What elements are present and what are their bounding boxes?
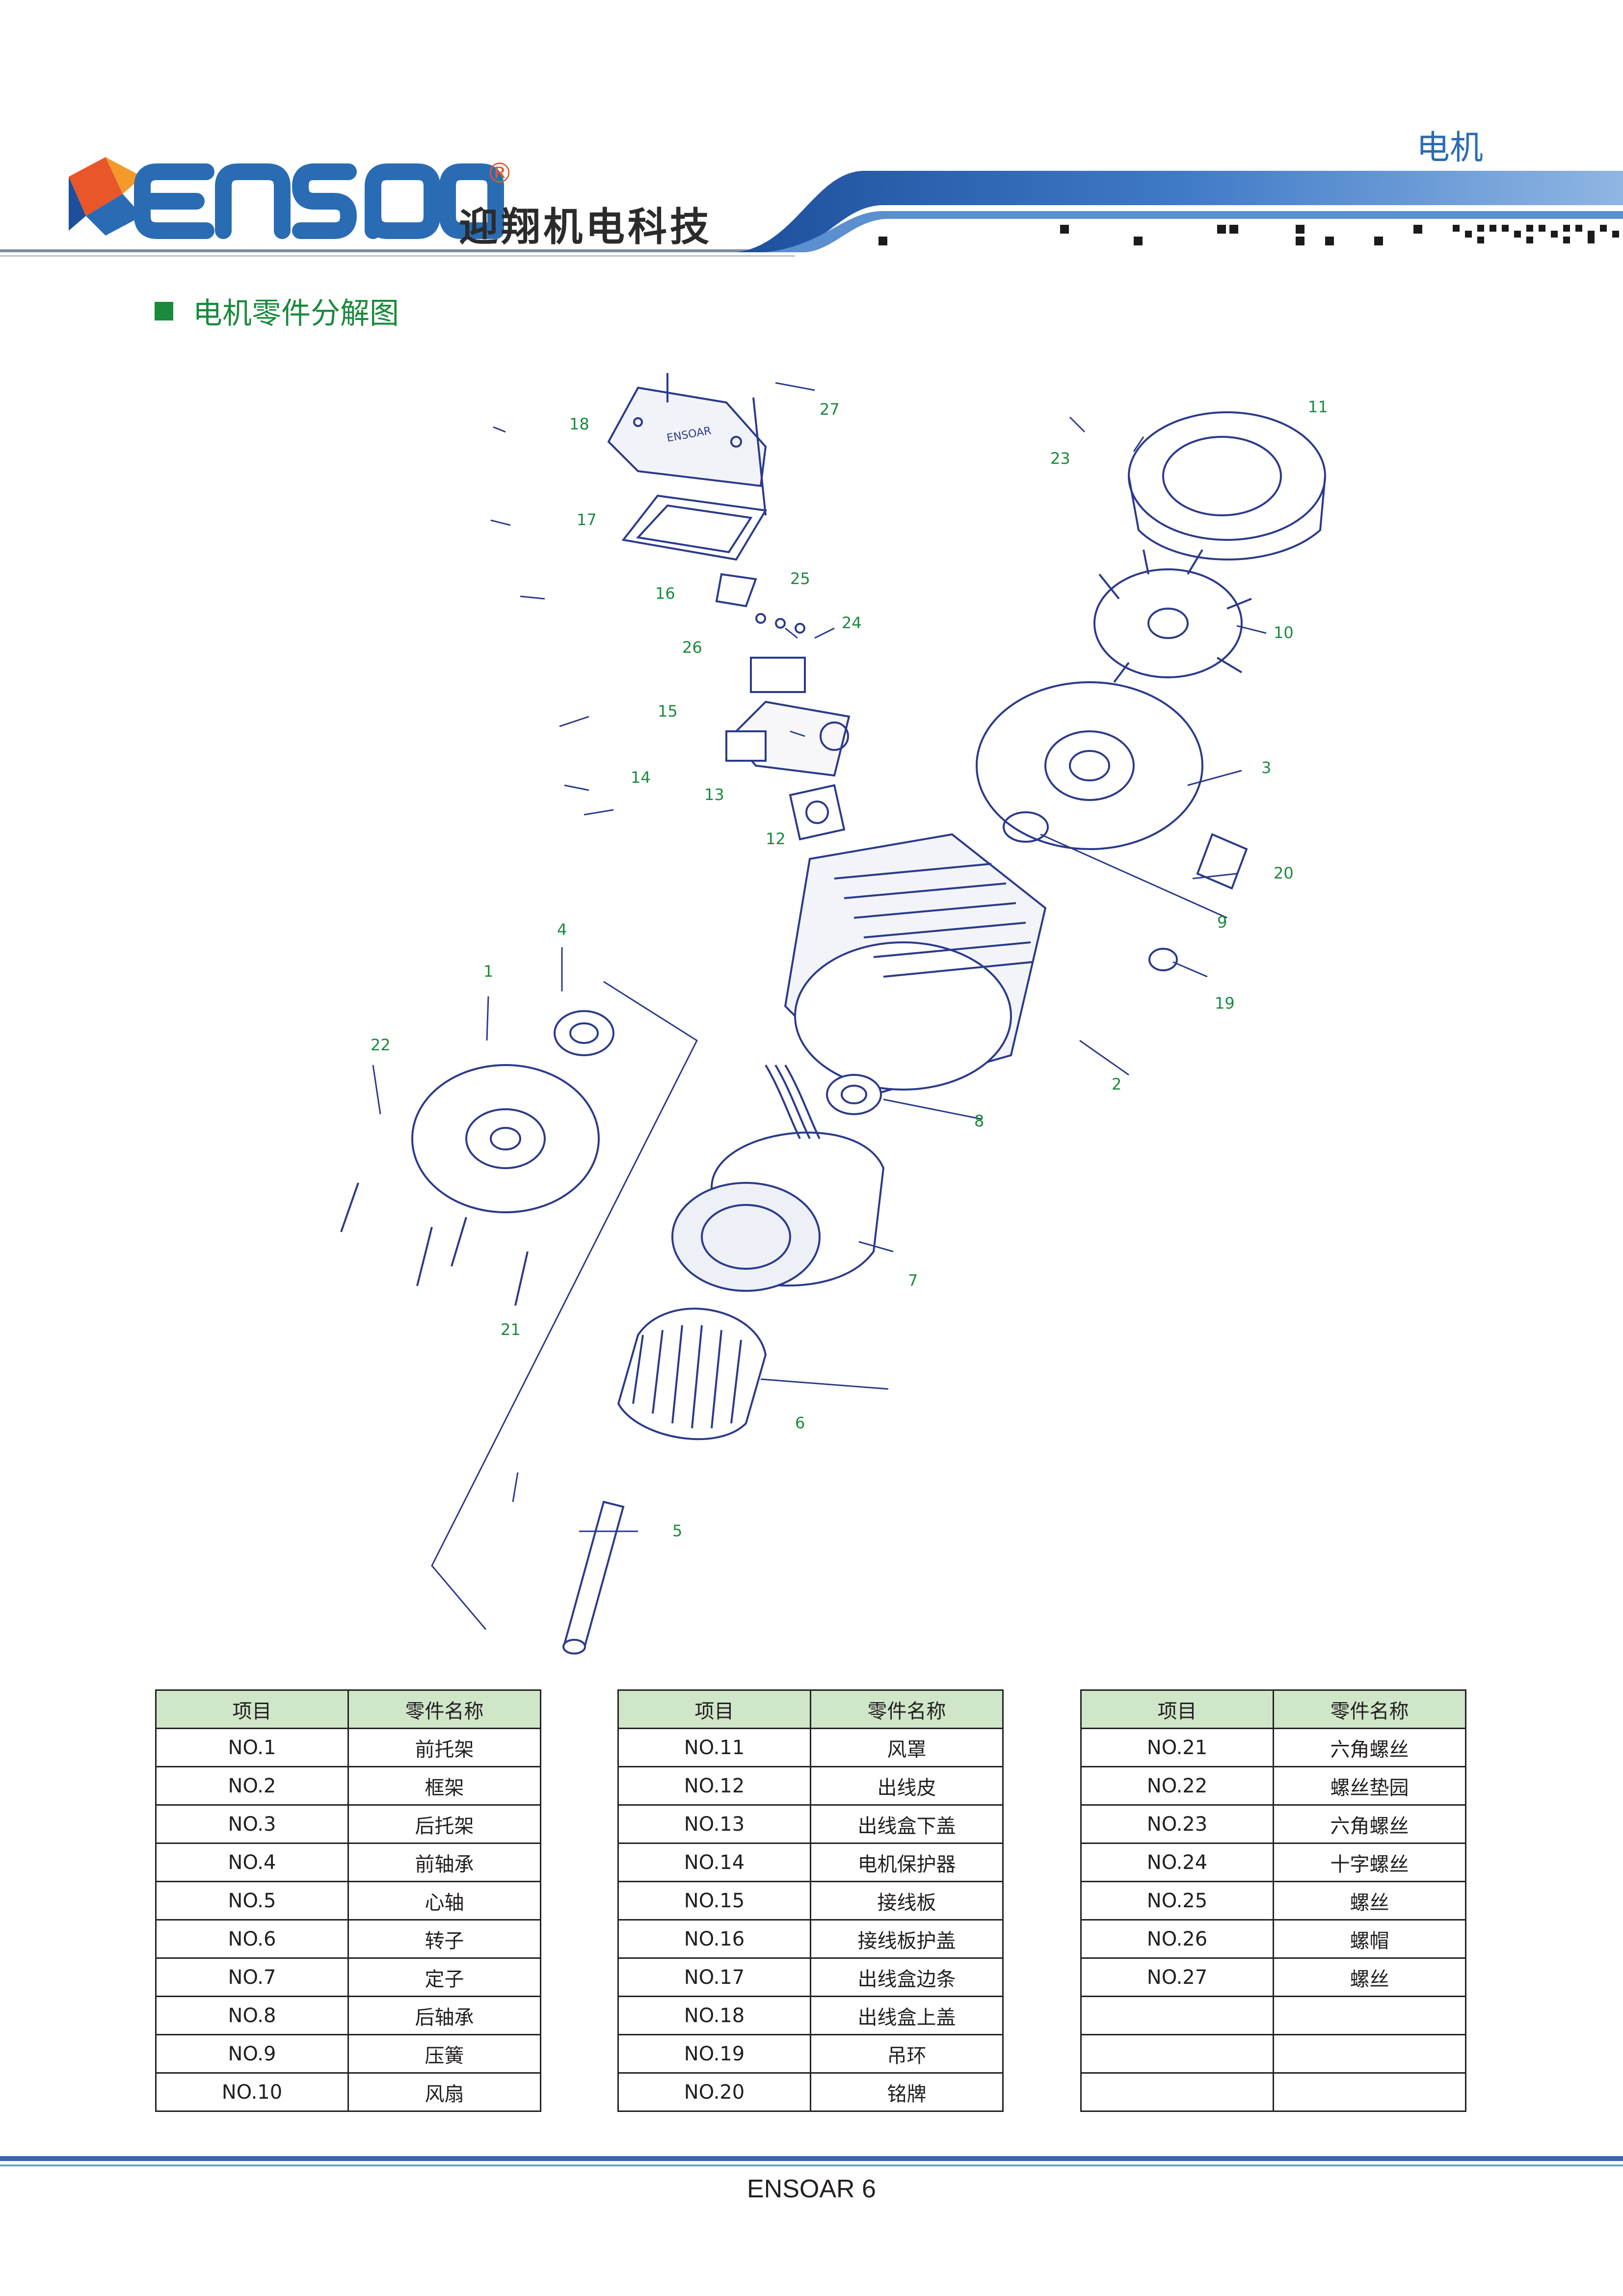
decorative-pixel-blocks <box>878 225 1619 245</box>
footer-rule <box>0 2156 1623 2161</box>
part-frame <box>784 833 1047 1096</box>
table-header-item: 项目 <box>155 1689 349 1729</box>
part-shaft <box>562 1500 625 1655</box>
part-nameplate <box>1196 833 1248 890</box>
callout-1: 1 <box>483 962 493 981</box>
callout-6: 6 <box>795 1414 805 1432</box>
part-rotor <box>617 1308 767 1441</box>
table-header-item: 项目 <box>617 1689 811 1729</box>
callout-13: 13 <box>704 785 724 804</box>
callout-11: 11 <box>1308 398 1328 416</box>
part-motor-protector <box>725 730 767 762</box>
part-terminal-box-cover: ENSOAR <box>607 386 767 487</box>
callout-9: 9 <box>1217 913 1227 932</box>
table-row <box>1080 2072 1466 2112</box>
callout-20: 20 <box>1274 864 1294 882</box>
callout-23: 23 <box>1050 449 1070 468</box>
brand-name-cn: 迎翔机电科技 <box>459 204 712 250</box>
callout-25: 25 <box>790 569 810 588</box>
part-outlet-plate <box>789 784 846 841</box>
registered-mark: ® <box>486 158 513 189</box>
callout-24: 24 <box>842 614 862 632</box>
callout-17: 17 <box>577 510 597 529</box>
callout-2: 2 <box>1112 1075 1121 1094</box>
callout-4: 4 <box>557 920 567 939</box>
footer-rule-thin <box>0 2164 1623 2166</box>
section-title: 电机零件分解图 <box>155 290 399 332</box>
callout-7: 7 <box>908 1271 918 1290</box>
part-gasket <box>621 494 768 561</box>
brand-logo-icon <box>69 157 142 236</box>
brand-wordmark-shape <box>134 163 504 239</box>
callout-5: 5 <box>672 1522 682 1540</box>
table-row <box>1080 2034 1466 2074</box>
callout-8: 8 <box>974 1112 984 1130</box>
table-header-item: 项目 <box>1080 1689 1274 1729</box>
callout-27: 27 <box>820 400 840 419</box>
callout-12: 12 <box>766 829 786 848</box>
section-marker-icon <box>155 301 173 320</box>
section-title-text: 电机零件分解图 <box>193 296 399 331</box>
table-row <box>1080 1996 1466 2035</box>
table-header-part-name: 零件名称 <box>1273 1689 1466 1729</box>
callout-14: 14 <box>631 768 651 787</box>
part-front-bracket <box>411 1064 600 1213</box>
part-fan-cover <box>1128 411 1326 561</box>
exploded-diagram: ENSOAR <box>340 373 1328 1655</box>
callout-10: 10 <box>1274 623 1294 642</box>
callout-26: 26 <box>682 638 702 657</box>
callout-19: 19 <box>1215 994 1235 1013</box>
part-spring-washer <box>1003 811 1049 843</box>
part-terminal-board <box>750 613 806 693</box>
callout-16: 16 <box>655 584 675 603</box>
part-lifting-eye <box>1148 948 1178 971</box>
header-banner: ® <box>0 157 1623 257</box>
callout-3: 3 <box>1261 758 1271 777</box>
table-header-part-name: 零件名称 <box>347 1689 541 1729</box>
part-fan <box>1093 549 1252 683</box>
callout-21: 21 <box>501 1320 521 1339</box>
callout-18: 18 <box>569 415 589 433</box>
callout-22: 22 <box>371 1036 391 1054</box>
table-header-part-name: 零件名称 <box>810 1689 1004 1729</box>
part-front-bearing <box>554 1010 614 1056</box>
part-terminal-plate <box>715 573 757 608</box>
part-stator <box>671 1064 885 1292</box>
page-number: ENSOAR 6 <box>747 2175 876 2203</box>
part-rear-bracket <box>976 681 1203 850</box>
category-label: 电机 <box>1416 129 1483 167</box>
callout-15: 15 <box>658 702 678 721</box>
part-rear-bearing <box>826 1074 882 1115</box>
